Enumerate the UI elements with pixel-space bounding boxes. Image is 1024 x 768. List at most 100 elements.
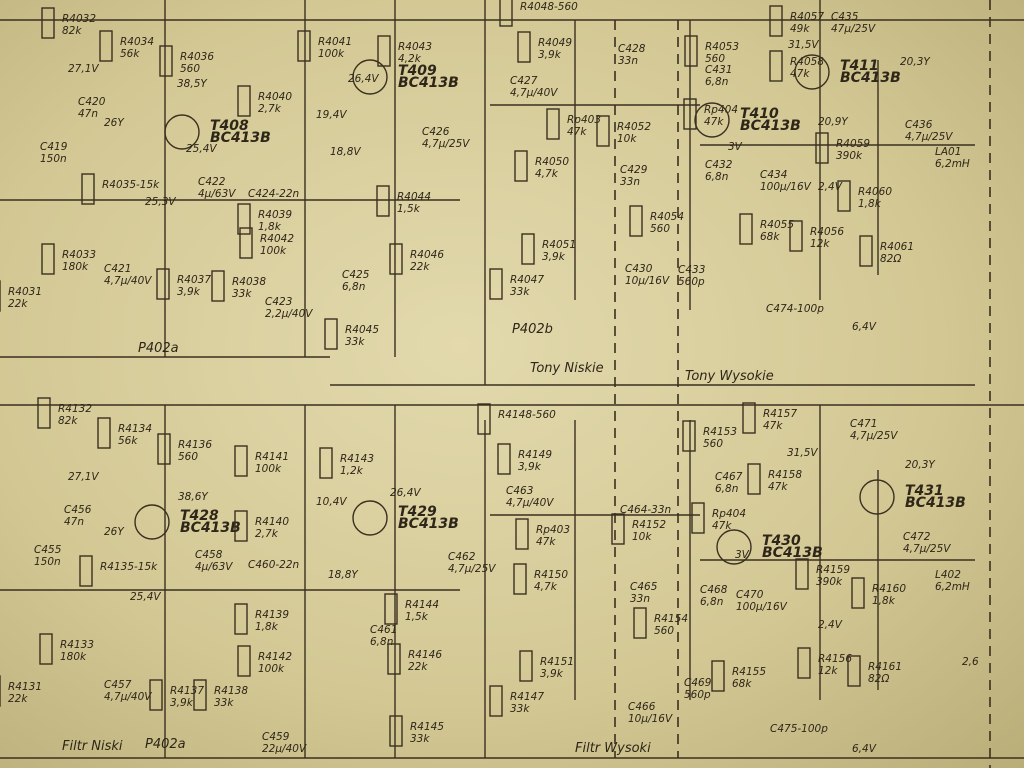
resistor-symbol [211, 270, 225, 302]
component-value: 6,2mH [935, 158, 970, 170]
resistor-symbol [234, 603, 248, 635]
component-value: 6,8n [370, 636, 393, 648]
resistor-symbol [41, 243, 55, 275]
component-ref: C468 [700, 584, 728, 596]
resistor-symbol [97, 417, 111, 449]
resistor-symbol [297, 30, 311, 62]
component-value: 3,9k [518, 461, 542, 473]
component-ref: R4155 [732, 666, 766, 678]
transistor-ref: T430 [762, 533, 801, 549]
component-value: 33n [620, 176, 640, 188]
component-value: 33k [410, 733, 430, 745]
component-ref: R4149 [518, 449, 552, 461]
transistor-symbol [352, 59, 388, 95]
component-value: 49k [790, 23, 810, 35]
resistor-symbol [237, 85, 251, 117]
component-value: 4,7µ/25V [448, 563, 496, 575]
voltage-label: 26,4V [348, 73, 379, 85]
component-ref: R4148-560 [498, 409, 556, 421]
component-ref: R4150 [534, 569, 568, 581]
resistor-symbol [684, 35, 698, 67]
component-value: 33k [232, 288, 252, 300]
component-value: 6,8n [705, 76, 728, 88]
component-ref: R4140 [255, 516, 289, 528]
resistor-symbol [389, 715, 403, 747]
voltage-label: 38,5Y [177, 78, 208, 90]
component-value: 68k [732, 678, 752, 690]
transistor-ref: T411 [840, 58, 879, 74]
component-value: 1,8k [872, 595, 896, 607]
component-ref: C421 [104, 263, 131, 275]
component-value: 560 [703, 438, 723, 450]
component-ref: R4032 [62, 13, 96, 25]
component-value: 47k [790, 68, 810, 80]
resistor-symbol [387, 643, 401, 675]
resistor-symbol [546, 108, 560, 140]
component-value: 12k [818, 665, 838, 677]
component-value: 2,7k [255, 528, 279, 540]
component-ref: C465 [630, 581, 658, 593]
resistor-symbol [789, 220, 803, 252]
resistor-symbol [319, 447, 333, 479]
component-ref: R4157 [763, 408, 797, 420]
component-ref: C435 [831, 11, 859, 23]
component-ref: C455 [34, 544, 62, 556]
component-ref: C459 [262, 731, 290, 743]
resistor-symbol [377, 35, 391, 67]
transistor-type: BC413B [762, 545, 823, 561]
resistor-symbol [747, 463, 761, 495]
component-value: 4,7µ/40V [104, 275, 152, 287]
component-value: 33k [510, 703, 530, 715]
component-ref: R4133 [60, 639, 94, 651]
transistor-symbol [794, 54, 830, 90]
component-value: 4,7µ/40V [104, 691, 152, 703]
resistor-symbol [99, 30, 113, 62]
resistor-symbol [633, 607, 647, 639]
component-value: 2,7k [258, 103, 282, 115]
voltage-label: 18,8V [330, 146, 361, 158]
resistor-symbol [859, 235, 873, 267]
voltage-label: 20,3Y [905, 459, 936, 471]
component-ref: R4145 [410, 721, 444, 733]
component-value: 4µ/63V [198, 188, 236, 200]
transistor-type: BC413B [905, 495, 966, 511]
component-ref: R4141 [255, 451, 289, 463]
resistor-symbol [237, 203, 251, 235]
component-ref: R4054 [650, 211, 684, 223]
note-label: Tony Niskie [530, 361, 604, 376]
resistor-symbol [739, 213, 753, 245]
component-ref: L402 [935, 569, 961, 581]
component-value: 3,9k [542, 251, 566, 263]
component-value: 100µ/16V [736, 601, 788, 613]
component-ref: R4160 [872, 583, 906, 595]
voltage-label: 2,6 [962, 656, 979, 668]
resistor-symbol [521, 233, 535, 265]
component-ref: C471 [850, 418, 877, 430]
component-value: 10µ/16V [628, 713, 673, 725]
component-ref: C425 [342, 269, 370, 281]
voltage-label: 27,1V [68, 471, 99, 483]
component-value: 560p [678, 276, 705, 288]
component-value: 4,7µ/25V [903, 543, 951, 555]
resistor-symbol [611, 513, 625, 545]
component-ref: R4043 [398, 41, 432, 53]
component-value: 1,5k [405, 611, 429, 623]
component-value: 47k [536, 536, 556, 548]
voltage-label: 38,6Y [178, 491, 209, 503]
resistor-symbol [795, 558, 809, 590]
component-ref: C423 [265, 296, 292, 308]
component-ref: R4033 [62, 249, 96, 261]
transistor-type: BC413B [398, 75, 459, 91]
component-value: 33n [630, 593, 650, 605]
resistor-symbol [499, 0, 513, 27]
resistor-symbol [376, 185, 390, 217]
component-ref: C462 [448, 551, 476, 563]
component-value: 560 [180, 63, 200, 75]
component-value: 6,8n [700, 596, 723, 608]
transistor-ref: T431 [905, 483, 944, 499]
component-ref: R4044 [397, 191, 431, 203]
voltage-label: 3V [728, 141, 743, 153]
component-value: 4,7µ/25V [422, 138, 470, 150]
component-ref: R4137 [170, 685, 204, 697]
component-ref: R4161 [868, 661, 902, 673]
